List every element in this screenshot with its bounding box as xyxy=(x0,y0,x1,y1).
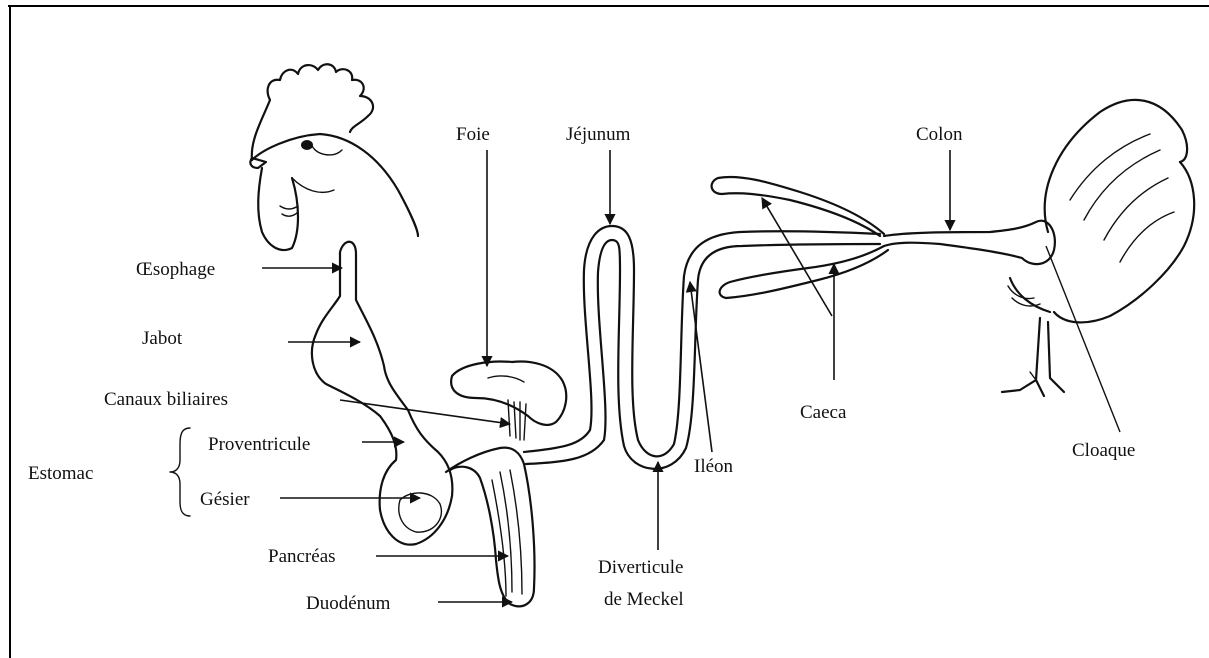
label-jejunum: Jéjunum xyxy=(566,124,631,145)
esophagus-crop-stomach xyxy=(312,242,452,545)
label-oesophage: Œsophage xyxy=(136,259,215,280)
label-diverticule-line1: Diverticule xyxy=(598,557,683,578)
arrow-canaux-biliaires xyxy=(340,400,510,424)
leader-cloaque xyxy=(1046,246,1120,432)
label-caeca: Caeca xyxy=(800,402,847,423)
duodenum-pancreas-loop xyxy=(446,448,535,607)
label-jabot: Jabot xyxy=(142,328,183,349)
caeca-colon-drawing xyxy=(712,177,1055,298)
label-cloaque: Cloaque xyxy=(1072,440,1135,461)
label-pancreas: Pancréas xyxy=(268,546,336,567)
label-gesier: Gésier xyxy=(200,489,250,510)
label-proventricule: Proventricule xyxy=(208,434,310,455)
label-canaux-biliaires: Canaux biliaires xyxy=(104,389,228,410)
liver-drawing xyxy=(451,362,566,440)
estomac-brace xyxy=(170,428,190,516)
label-diverticule-line2: de Meckel xyxy=(604,589,684,610)
label-duodenum: Duodénum xyxy=(306,593,391,614)
rooster-head-drawing xyxy=(250,64,418,250)
arrow-caeca-1 xyxy=(762,198,832,316)
label-ileon: Iléon xyxy=(694,456,734,477)
label-foie: Foie xyxy=(456,124,490,145)
labels: Foie Jéjunum Colon Œsophage Jabot Canaux… xyxy=(28,124,1135,614)
label-estomac: Estomac xyxy=(28,463,93,484)
intestinal-coil xyxy=(524,226,880,469)
rooster-tail-drawing xyxy=(1002,100,1194,396)
label-colon: Colon xyxy=(916,124,963,145)
